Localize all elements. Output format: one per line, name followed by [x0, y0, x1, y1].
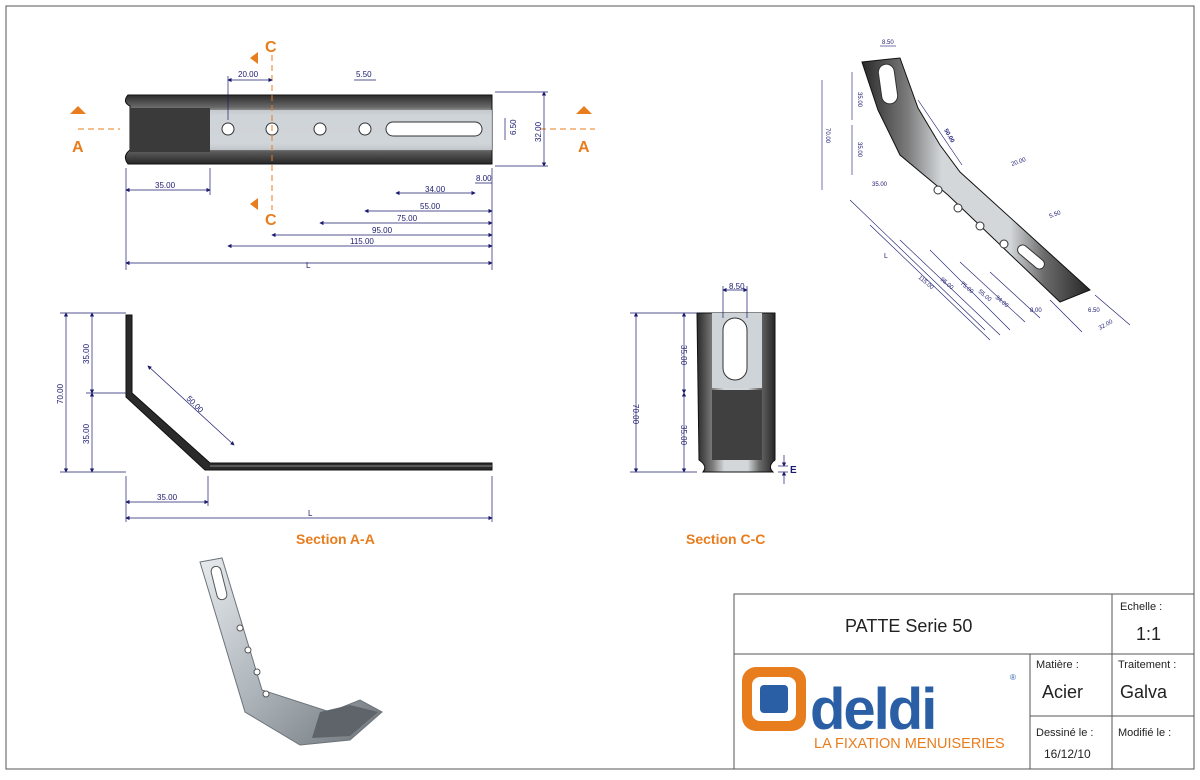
dim-aa-50: 50.00	[185, 394, 206, 415]
dim-35: 35.00	[155, 181, 176, 190]
iso-dim-35-top: 35.00	[856, 92, 862, 108]
dim-cc-70: 70.00	[631, 404, 640, 425]
iso-dim-35-base: 35.00	[872, 182, 888, 188]
treatment-label: Traitement :	[1118, 659, 1176, 671]
dim-75: 75.00	[397, 214, 418, 223]
iso-dim-8-50: 8.50	[882, 40, 894, 46]
iso-dim-70: 70.00	[824, 128, 830, 144]
section-letter: A	[578, 139, 590, 156]
iso-dim-20: 20.00	[1011, 157, 1028, 168]
isometric-view	[861, 57, 1091, 303]
modified-date-label: Modifié le :	[1118, 727, 1171, 739]
iso-dim-l: L	[884, 253, 888, 260]
section-cc-view	[696, 312, 776, 473]
section-mark-c-bottom: C	[250, 198, 277, 229]
dim-32: 32.00	[534, 121, 543, 142]
iso-dim-34: 34.00	[994, 295, 1010, 310]
iso-dim-50: 50.00	[942, 128, 955, 145]
dim-8: 8.00	[476, 174, 492, 183]
logo-brand: deldi	[810, 677, 935, 742]
dim-cc-8-50: 8.50	[729, 282, 745, 291]
part-name: PATTE Serie 50	[845, 616, 972, 636]
material-label: Matière :	[1036, 659, 1079, 671]
dim-95: 95.00	[372, 226, 393, 235]
section-letter: C	[265, 212, 277, 229]
drawn-date-value: 16/12/10	[1044, 747, 1091, 761]
dim-115: 115.00	[350, 237, 374, 246]
iso-dim-6-50: 6.50	[1088, 308, 1100, 314]
dim-aa-l: L	[308, 509, 313, 518]
dim-20: 20.00	[238, 70, 259, 79]
dim-aa-70: 70.00	[56, 383, 65, 404]
rendered-part-illustration	[199, 557, 383, 746]
dim-cc-e: E	[790, 465, 797, 476]
section-mark-a-left: A	[70, 106, 86, 156]
section-cc-dimensions	[630, 286, 788, 484]
section-mark-a-right: A	[576, 106, 592, 156]
iso-dim-32: 32.00	[1098, 319, 1115, 332]
material-value: Acier	[1042, 682, 1083, 702]
top-view	[78, 55, 595, 210]
logo-registered: ®	[1010, 673, 1016, 682]
section-cc-title: Section C-C	[686, 531, 765, 547]
treatment-value: Galva	[1120, 682, 1168, 702]
section-letter: A	[72, 139, 84, 156]
section-aa-view	[125, 314, 493, 471]
iso-dim-75: 75.00	[959, 281, 975, 296]
sheet-border	[5, 5, 1195, 770]
dim-55: 55.00	[420, 202, 441, 211]
section-mark-c-top: C	[250, 39, 277, 64]
iso-dim-115: 115.00	[917, 275, 935, 292]
dim-aa-35-top: 35.00	[82, 343, 91, 364]
dim-34: 34.00	[425, 185, 446, 194]
iso-dim-35-mid: 35.00	[856, 142, 862, 158]
section-letter: C	[265, 39, 277, 56]
dim-cc-35-top: 35.00	[679, 345, 688, 366]
iso-dim-5-50: 5.50	[1049, 210, 1063, 220]
iso-dim-8: 8.00	[1030, 308, 1042, 314]
logo-tagline: LA FIXATION MENUISERIES	[814, 736, 1005, 752]
iso-dim-55: 55.00	[977, 289, 993, 304]
isometric-dimensions	[821, 45, 1131, 341]
deldi-logo: deldi ® LA FIXATION MENUISERIES	[742, 667, 1016, 752]
scale-label: Echelle :	[1120, 601, 1162, 613]
title-block	[733, 593, 1195, 770]
dim-aa-35-bottom: 35.00	[82, 423, 91, 444]
dim-cc-35-bottom: 35.00	[679, 425, 688, 446]
scale-value: 1:1	[1136, 624, 1161, 644]
dim-l: L	[306, 261, 311, 270]
drawn-date-label: Dessiné le :	[1036, 727, 1093, 739]
top-view-dimensions	[125, 76, 548, 270]
dim-6-50: 6.50	[509, 119, 518, 135]
dim-5-50: 5.50	[356, 70, 372, 79]
dim-aa-35-horizontal: 35.00	[157, 493, 178, 502]
section-aa-title: Section A-A	[296, 531, 375, 547]
section-aa-dimensions	[60, 312, 493, 522]
